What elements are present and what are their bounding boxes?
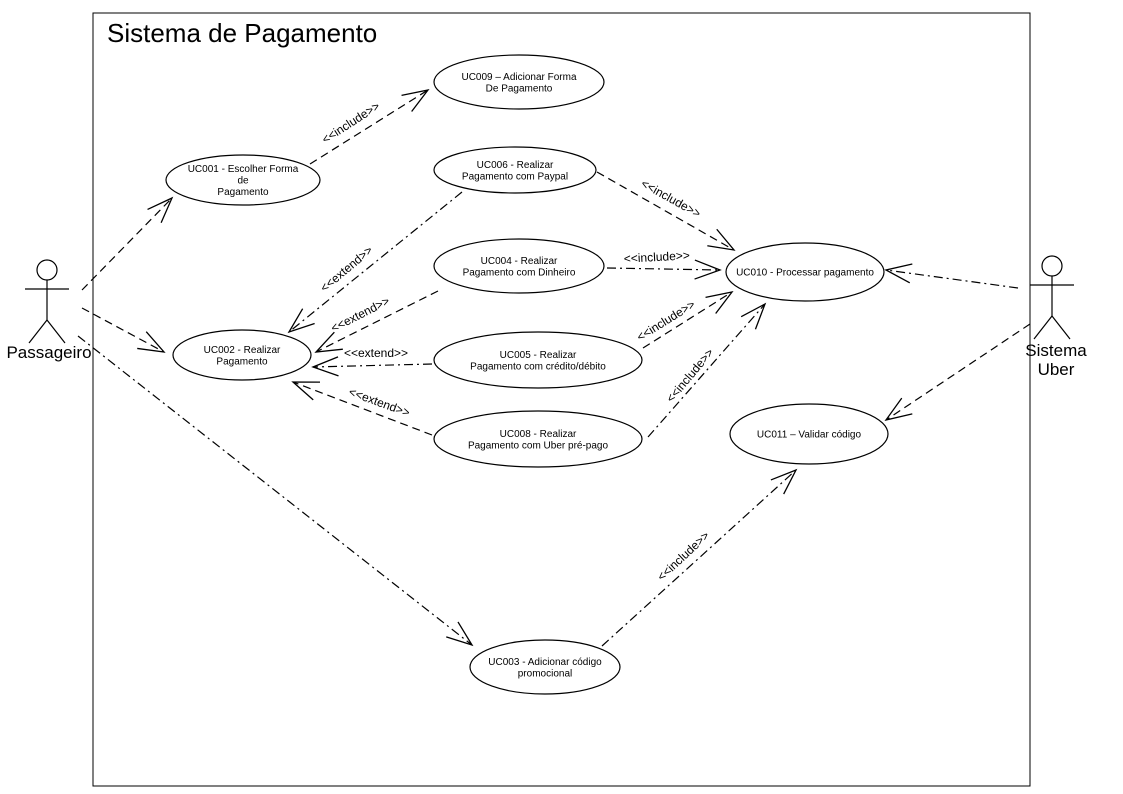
arrow-head-uc004-uc010 <box>694 259 722 280</box>
use-case-label-line: Pagamento <box>216 356 268 367</box>
use-case-ellipse[interactable] <box>469 639 621 695</box>
actor-head-icon <box>36 259 58 281</box>
relationship-line-uc008-uc010 <box>647 303 766 438</box>
use-case-label-line: UC001 - Escolher Forma <box>188 164 299 175</box>
use-case-label-line: UC002 - Realizar <box>204 345 281 356</box>
relationship-line-uc006-uc002 <box>288 191 463 333</box>
use-case-ellipse[interactable] <box>165 154 321 206</box>
relationship-line-uc006-uc010 <box>596 171 735 251</box>
arrow-head-uc006-uc010 <box>707 228 736 251</box>
relationship-line-passageiro-uc002 <box>81 307 165 353</box>
use-case-label-line: UC011 – Validar código <box>757 430 862 441</box>
use-case-label-line: UC009 – Adicionar Forma <box>461 72 576 83</box>
use-case-uc010[interactable]: UC010 - Processar pagamento <box>725 242 885 302</box>
arrow-head-passageiro-uc003 <box>446 621 474 647</box>
relationship-line-passageiro-uc001 <box>81 197 173 291</box>
relationship-line-uc001-uc009 <box>309 89 429 165</box>
use-case-label-line: Pagamento <box>217 187 269 198</box>
use-case-ellipse[interactable] <box>725 242 885 302</box>
arrow-head-uc005-uc010 <box>705 291 734 314</box>
actor-label: Uber <box>1038 360 1075 379</box>
use-case-label-line: UC010 - Processar pagamento <box>736 268 874 279</box>
use-case-ellipse[interactable] <box>433 410 643 468</box>
relationship-line-uc005-uc010 <box>642 291 733 349</box>
actor-right-leg-icon <box>46 319 66 344</box>
system-title: Sistema de Pagamento <box>107 18 377 48</box>
arrow-head-passageiro-uc002 <box>137 331 166 353</box>
arrow-head-uber-uc010 <box>884 263 913 284</box>
use-case-label-line: UC004 - Realizar <box>481 256 558 267</box>
use-case-label-line: UC005 - Realizar <box>500 350 577 361</box>
use-case-ellipse[interactable] <box>433 146 597 194</box>
relationship-line-uc003-uc011 <box>601 469 797 647</box>
actor-head-icon <box>1041 255 1063 277</box>
arrow-head-uc003-uc011 <box>770 468 798 495</box>
use-case-label-line: Pagamento com crédito/débito <box>470 361 606 372</box>
arrow-head-uber-uc011 <box>884 397 913 422</box>
relationship-line-uc008-uc002 <box>292 381 433 436</box>
use-case-ellipse[interactable] <box>729 403 889 465</box>
use-case-ellipse[interactable] <box>172 329 312 381</box>
actor-right-leg-icon <box>1051 315 1071 340</box>
use-case-label-line: UC006 - Realizar <box>477 160 554 171</box>
actor-passageiro[interactable]: Passageiro <box>6 259 92 362</box>
use-case-label-line: UC003 - Adicionar código <box>488 657 602 668</box>
use-case-label-line: Pagamento com Dinheiro <box>463 267 576 278</box>
use-case-label-line: UC008 - Realizar <box>500 429 577 440</box>
arrow-head-uc008-uc002 <box>291 381 321 401</box>
relationship-line-uc004-uc002 <box>315 290 439 353</box>
use-case-uc011[interactable]: UC011 – Validar código <box>729 403 889 465</box>
arrow-head-uc008-uc010 <box>740 302 767 330</box>
actor-label: Passageiro <box>6 343 91 362</box>
use-case-label-line: promocional <box>518 668 572 679</box>
arrow-head-uc001-uc009 <box>401 89 430 112</box>
actor-label: Sistema <box>1025 341 1087 360</box>
use-case-ellipse[interactable] <box>433 54 605 110</box>
arrow-head-uc006-uc002 <box>287 308 315 334</box>
arrow-head-passageiro-uc001 <box>147 196 174 223</box>
arrow-head-uc005-uc002 <box>311 356 339 377</box>
actor-left-leg-icon <box>28 319 48 344</box>
use-case-ellipse[interactable] <box>433 331 643 389</box>
use-case-ellipse[interactable] <box>433 238 605 294</box>
relationship-line-uber-uc010 <box>885 269 1019 289</box>
stereotype-label-uc004-uc010: <<include>> <box>623 248 690 265</box>
arrow-head-uc004-uc002 <box>314 331 343 353</box>
use-case-label-line: Pagamento com Uber pré-pago <box>468 440 609 451</box>
actor-left-leg-icon <box>1033 315 1053 340</box>
use-case-label-line: Pagamento com Paypal <box>462 171 568 182</box>
relationship-line-passageiro-uc003 <box>77 335 473 646</box>
relationship-line-uc005-uc002 <box>312 363 433 368</box>
stereotype-label-uc005-uc002: <<extend>> <box>344 346 408 360</box>
use-case-label-line: de <box>237 176 249 187</box>
relationship-line-uber-uc011 <box>885 323 1031 421</box>
use-case-label-line: De Pagamento <box>486 83 553 94</box>
